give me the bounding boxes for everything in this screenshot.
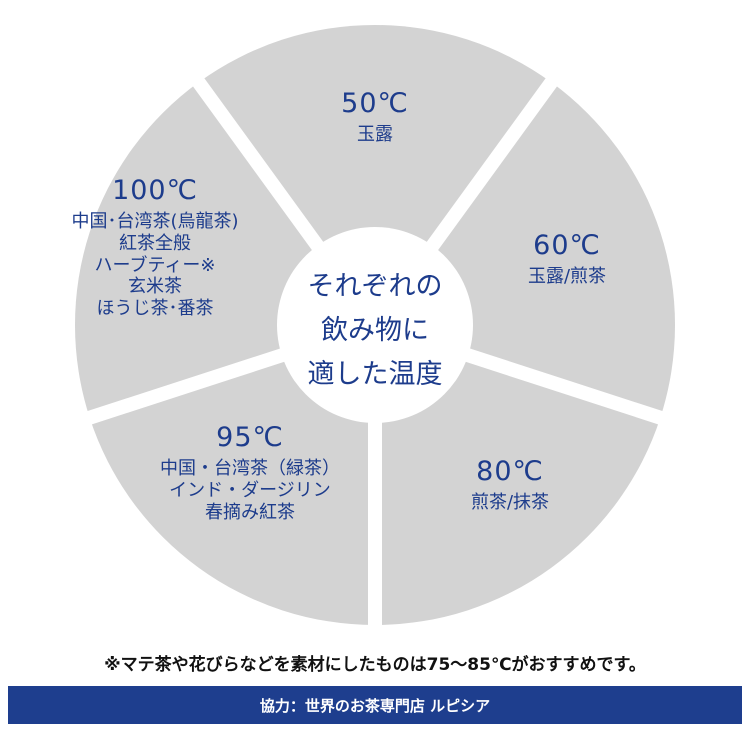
tea-item: ハーブティー※	[94, 254, 216, 276]
tea-item: ほうじ茶･番茶	[96, 297, 214, 319]
segment-label-100: 100℃ 中国･台湾茶(烏龍茶) 紅茶全般 ハーブティー※ 玄米茶 ほうじ茶･番…	[30, 175, 280, 319]
temperature-label: 80℃	[476, 456, 544, 487]
temperature-label: 50℃	[341, 88, 409, 119]
tea-item: 玉露/煎茶	[527, 266, 607, 288]
tea-item: 紅茶全般	[119, 232, 191, 254]
segment-label-80: 80℃ 煎茶/抹茶	[425, 456, 595, 514]
tea-item: インド・ダージリン	[169, 479, 331, 501]
segment-label-60: 60℃ 玉露/煎茶	[492, 230, 642, 288]
tea-item: 煎茶/抹茶	[470, 492, 550, 514]
temperature-label: 95℃	[216, 422, 284, 453]
segment-label-95: 95℃ 中国・台湾茶（緑茶） インド・ダージリン 春摘み紅茶	[125, 422, 375, 523]
center-title: それぞれの 飲み物に 適した温度	[260, 265, 490, 397]
center-circle	[277, 227, 473, 423]
credit-bar: 協力：世界のお茶専門店 ルピシア	[8, 686, 742, 724]
tea-item: 中国･台湾茶(烏龍茶)	[71, 211, 239, 233]
tea-item: 春摘み紅茶	[205, 501, 295, 523]
temperature-label: 60℃	[533, 230, 601, 261]
tea-item: 中国・台湾茶（緑茶）	[160, 458, 340, 480]
center-title-line: 飲み物に	[321, 315, 429, 346]
segment-wedge	[198, 24, 552, 326]
tea-item: 玄米茶	[128, 276, 182, 298]
center-title-line: 適した温度	[307, 359, 443, 390]
tea-item: 玉露	[357, 124, 393, 146]
temperature-label: 100℃	[112, 175, 198, 206]
footnote: ※マテ茶や花びらなどを素材にしたものは75〜85℃がおすすめです。	[104, 655, 646, 675]
credit-text: 協力：世界のお茶専門店 ルピシア	[259, 696, 491, 715]
segment-label-50: 50℃ 玉露	[295, 88, 455, 146]
center-title-line: それぞれの	[307, 271, 443, 302]
